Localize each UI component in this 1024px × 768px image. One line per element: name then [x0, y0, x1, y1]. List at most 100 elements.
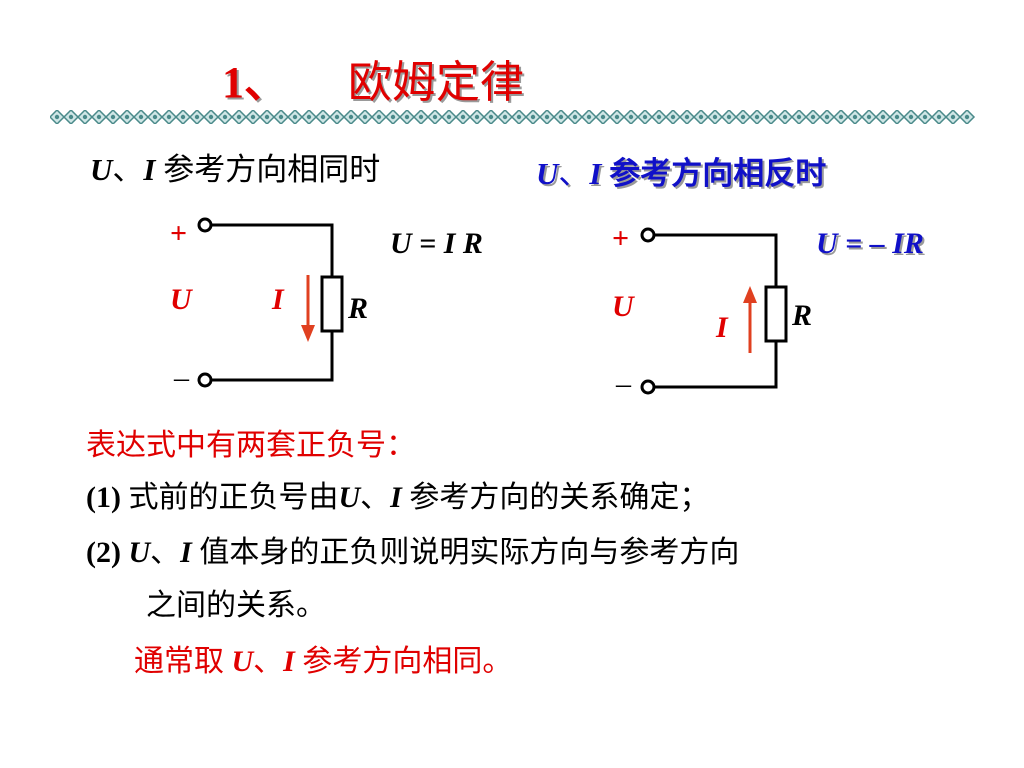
chain-link-dot — [306, 114, 312, 120]
left-minus-sign: – — [173, 361, 190, 394]
right-heading-rest: 参考方向相反时 — [601, 156, 827, 191]
right-current-label: I — [715, 311, 729, 344]
note-1-u: U — [338, 481, 361, 514]
chain-link-dot — [852, 114, 858, 120]
left-formula: U = I R — [390, 227, 483, 260]
chain-link-dot — [320, 114, 326, 120]
right-heading-u: U — [536, 156, 559, 191]
conclusion-text-a: 通常取 — [134, 645, 232, 678]
chain-link-dot — [446, 114, 452, 120]
chain-link-dot — [264, 114, 270, 120]
chain-link-dot — [824, 114, 830, 120]
title-text: 欧姆定律 — [348, 58, 524, 107]
chain-link-dot — [68, 114, 74, 120]
chain-link-dot — [222, 114, 228, 120]
right-current-arrow-up-icon — [743, 286, 757, 303]
chain-link-dot — [474, 114, 480, 120]
chain-link-dot — [404, 114, 410, 120]
note-1-text-a: 式前的正负号由 — [120, 481, 339, 514]
title-number: 1、 — [222, 58, 288, 107]
chain-link-dot — [880, 114, 886, 120]
left-heading-i: I — [143, 152, 156, 187]
notes-heading: 表达式中有两套正负号： — [86, 429, 416, 462]
chain-link-dot — [796, 114, 802, 120]
left-heading-sep: 、 — [112, 152, 144, 187]
chain-link-dot — [138, 114, 144, 120]
right-resistor-label: R — [791, 299, 812, 332]
left-circuit-diagram: + U I R – U = I R — [170, 217, 483, 394]
conclusion-line: 通常取 U、I 参考方向相同。 — [134, 636, 512, 680]
note-item-1: (1) 式前的正负号由U、I 参考方向的关系确定； — [86, 472, 709, 516]
chain-link-dot — [600, 114, 606, 120]
right-formula: U = – IR — [816, 227, 924, 260]
decorative-chain-divider — [50, 110, 976, 124]
right-circuit-wire — [655, 233, 778, 389]
chain-link-dot — [488, 114, 494, 120]
left-voltage-label: U — [170, 283, 193, 316]
chain-link-dot — [362, 114, 368, 120]
conclusion-sep: 、 — [253, 645, 284, 678]
chain-link-dot — [712, 114, 718, 120]
chain-link-dot — [278, 114, 284, 120]
chain-link-dot — [208, 114, 214, 120]
chain-link-dot — [670, 114, 676, 120]
right-voltage-label: U — [612, 290, 635, 323]
chain-link-dot — [628, 114, 634, 120]
chain-link-dot — [432, 114, 438, 120]
chain-link-dot — [838, 114, 844, 120]
note-1-i: I — [390, 481, 402, 514]
right-top-terminal — [640, 227, 656, 243]
chain-link-dot — [936, 114, 942, 120]
left-circuit-wire — [212, 223, 334, 382]
chain-link-dot — [194, 114, 200, 120]
chain-link-dot — [726, 114, 732, 120]
chain-link-dot — [782, 114, 788, 120]
chain-link-dot — [698, 114, 704, 120]
chain-link-dot — [390, 114, 396, 120]
chain-link-dot — [96, 114, 102, 120]
left-heading-rest: 参考方向相同时 — [155, 152, 381, 187]
right-heading-sep: 、 — [558, 156, 590, 191]
chain-link-dot — [684, 114, 690, 120]
note-1-prefix: (1) — [86, 481, 121, 514]
chain-link-dot — [152, 114, 158, 120]
chain-link-dot — [236, 114, 242, 120]
chain-link-dot — [166, 114, 172, 120]
right-resistor — [764, 285, 788, 343]
chain-link-dot — [810, 114, 816, 120]
chain-link-dot — [376, 114, 382, 120]
note-item-2: (2) U、I 值本身的正负则说明实际方向与参考方向 — [86, 527, 739, 571]
left-plus-sign: + — [170, 217, 187, 250]
right-heading-i: I — [589, 156, 602, 191]
chain-link-dot — [866, 114, 872, 120]
chain-link-dot — [894, 114, 900, 120]
chain-link-dot — [334, 114, 340, 120]
note-item-2-continuation: 之间的关系。 — [146, 589, 326, 622]
chain-link-dot — [124, 114, 130, 120]
chain-link-dot — [502, 114, 508, 120]
note-1-sep: 、 — [360, 481, 391, 514]
note-2-text: 值本身的正负则说明实际方向与参考方向 — [191, 536, 740, 569]
chain-link-dot — [614, 114, 620, 120]
right-bottom-terminal — [640, 379, 656, 395]
left-top-terminal — [197, 217, 213, 233]
right-minus-sign: – — [615, 367, 632, 400]
chain-link-dot — [544, 114, 550, 120]
chain-link-dot — [642, 114, 648, 120]
chain-link-dot — [740, 114, 746, 120]
chain-link-dot — [922, 114, 928, 120]
chain-link-dot — [530, 114, 536, 120]
chain-link-dot — [460, 114, 466, 120]
note-2-u: U — [120, 536, 151, 569]
left-resistor — [320, 275, 344, 333]
left-resistor-label: R — [347, 292, 368, 325]
note-1-text-b: 参考方向的关系确定； — [401, 481, 710, 514]
right-circuit-diagram: + U I R – U = – IR — [612, 222, 924, 400]
chain-link-dot — [82, 114, 88, 120]
chain-link-dot — [516, 114, 522, 120]
conclusion-text-b: 参考方向相同。 — [294, 645, 513, 678]
chain-link-dot — [572, 114, 578, 120]
right-plus-sign: + — [612, 222, 629, 255]
chain-link-dot — [950, 114, 956, 120]
note-2-i: I — [180, 536, 192, 569]
